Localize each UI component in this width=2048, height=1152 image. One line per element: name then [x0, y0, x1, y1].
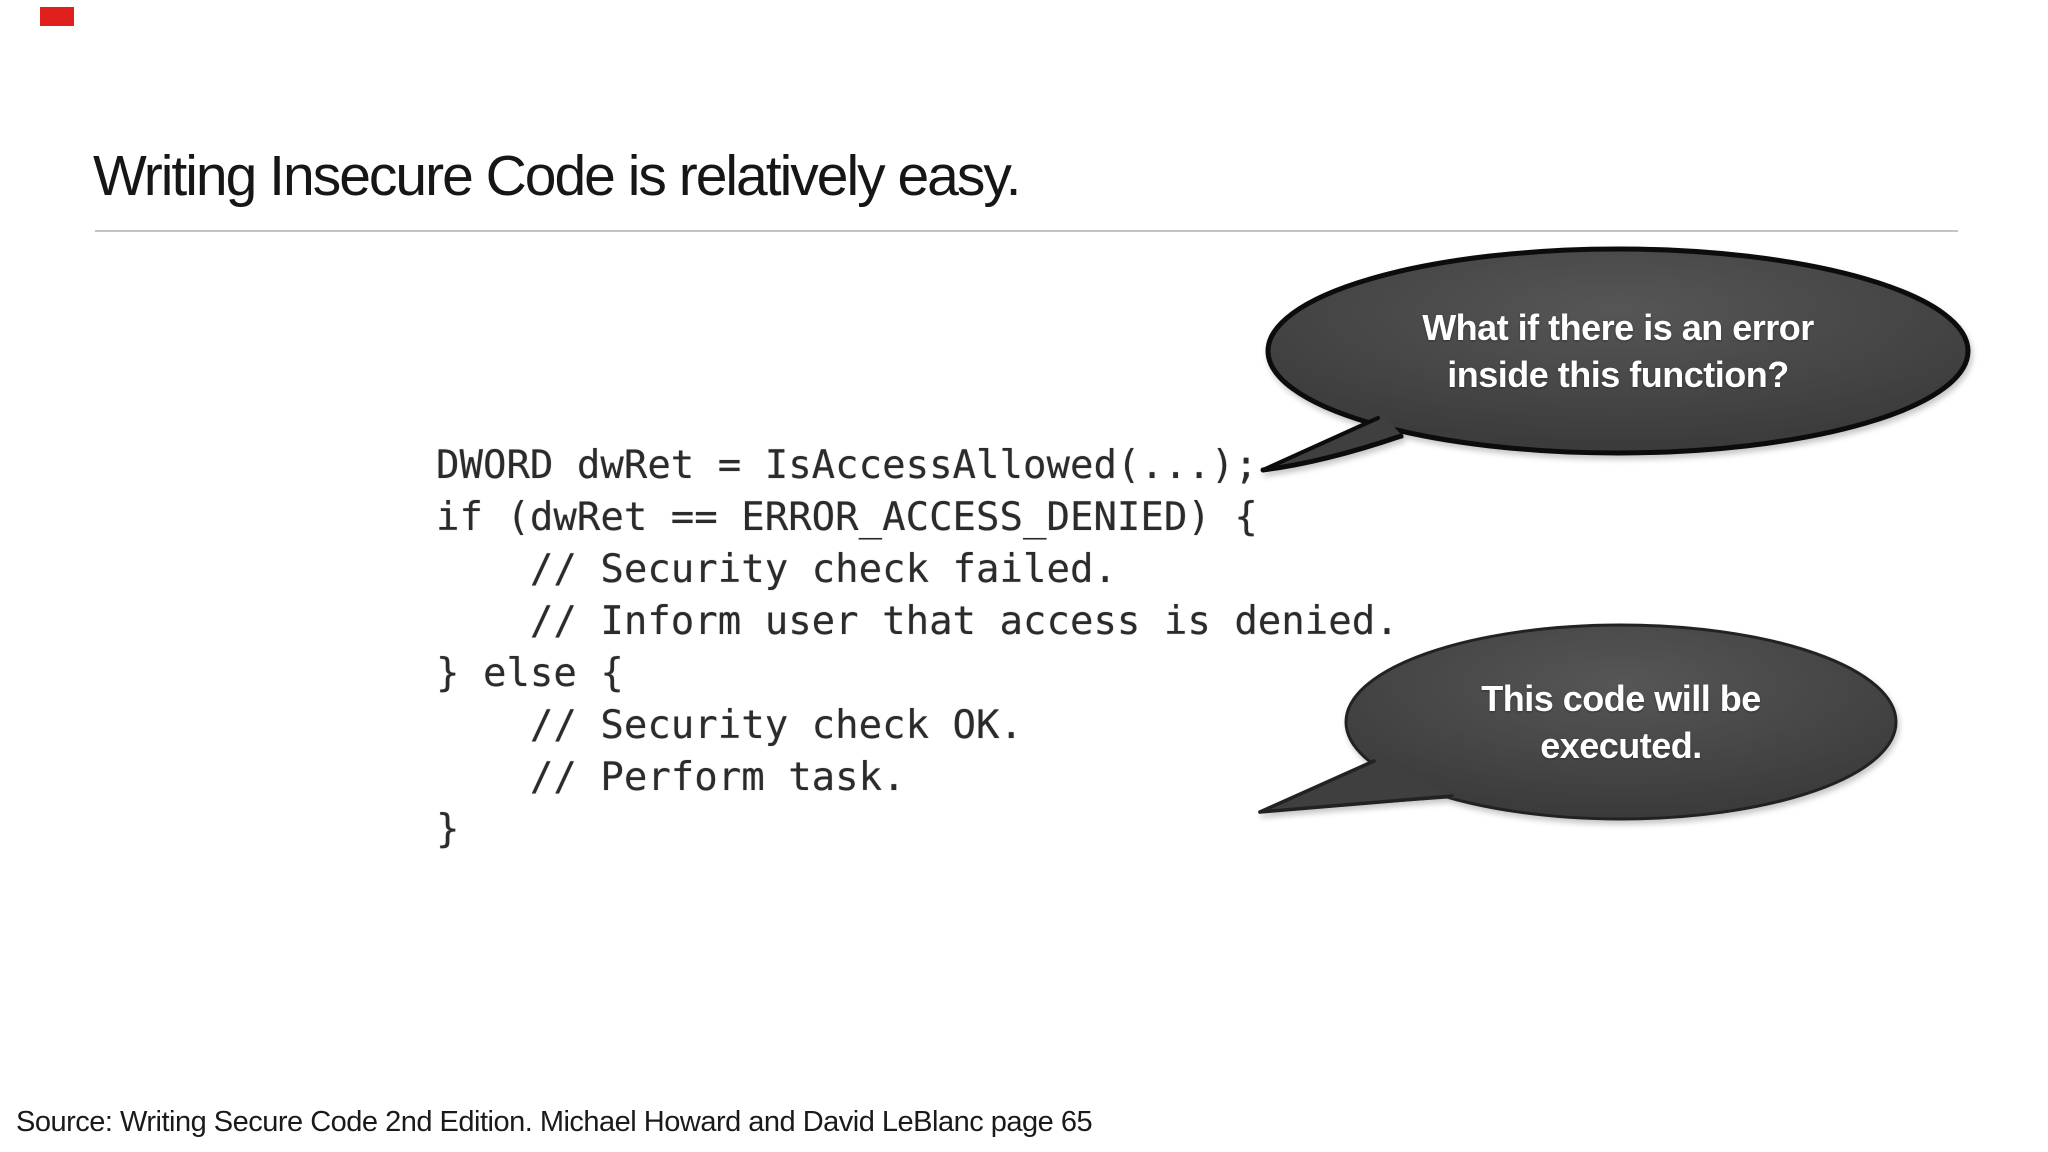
- callout-2-line-1: This code will be: [1481, 678, 1761, 719]
- callout-1-line-1: What if there is an error: [1422, 307, 1814, 348]
- red-marker: [40, 7, 74, 26]
- title-divider: [95, 230, 1958, 232]
- slide-title: Writing Insecure Code is relatively easy…: [93, 144, 1021, 208]
- callout-bubble-1: What if there is an error inside this fu…: [1268, 249, 1968, 453]
- callout-1-line-2: inside this function?: [1447, 354, 1789, 395]
- callout-bubble-2: This code will be executed.: [1346, 625, 1896, 819]
- callout-2-line-2: executed.: [1540, 725, 1702, 766]
- code-block: DWORD dwRet = IsAccessAllowed(...); if (…: [436, 443, 1399, 852]
- source-footer: Source: Writing Secure Code 2nd Edition.…: [16, 1106, 1093, 1138]
